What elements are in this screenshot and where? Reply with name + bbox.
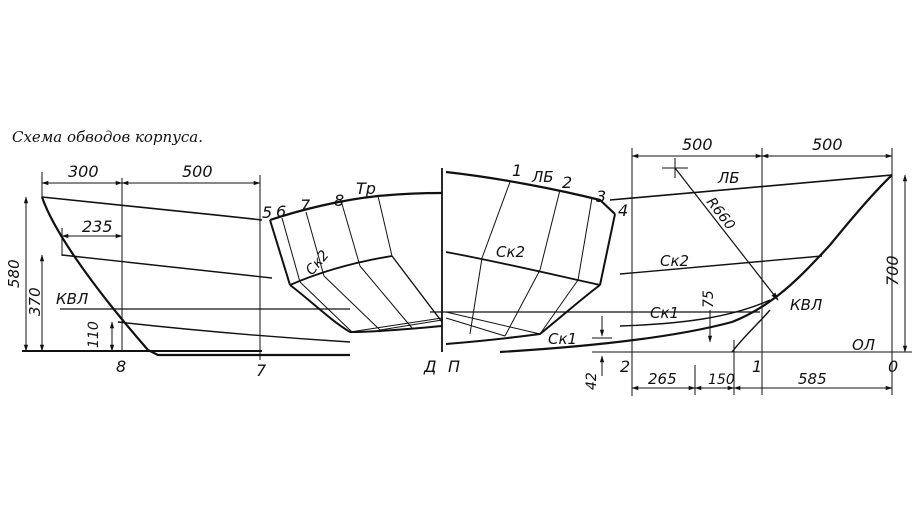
transom-label: Тр <box>356 179 376 198</box>
dim-500-left-label: 500 <box>182 162 213 181</box>
dim-42-label: 42 <box>584 372 600 390</box>
dim-500-bow1-label: 500 <box>682 135 713 154</box>
bow-station-0-label: 0 <box>888 357 898 376</box>
dim-235-label: 235 <box>82 217 113 236</box>
bow-section-side <box>599 213 616 286</box>
bow-bottom-1 <box>469 257 483 335</box>
stern-section-6 <box>281 217 301 283</box>
dim-585-label: 585 <box>798 370 827 388</box>
bow-sk2-line <box>619 255 823 275</box>
bow-lb-label: ЛБ <box>531 168 554 186</box>
stern-bottom-8 <box>359 265 413 329</box>
bow-station-1-profile-label: 1 <box>752 357 762 376</box>
bow-station-1-label: 1 <box>512 161 522 180</box>
bow-profile-sk2-label: Ск2 <box>660 252 689 270</box>
bow-profile-kvl-label: КВЛ <box>790 296 822 314</box>
dim-370-label: 370 <box>26 287 44 316</box>
bow-keel-fan-1 <box>445 311 541 335</box>
bow-station-2-label: 2 <box>562 173 572 192</box>
r660-radius-line <box>674 167 779 301</box>
stern-section-tr <box>377 195 393 257</box>
section-5-label: 5 <box>262 203 272 222</box>
bow-sk2-chine <box>445 251 601 286</box>
bow-profile-ol-label: ОЛ <box>852 336 875 354</box>
dim-300-label: 300 <box>68 162 99 181</box>
bow-profile-sk1-label: Ск1 <box>650 304 679 322</box>
station-7-label: 7 <box>256 361 267 380</box>
stern-keel-fan-2 <box>379 319 443 331</box>
stern-keel-fan-1 <box>349 317 443 333</box>
bow-bottom-3 <box>539 279 579 335</box>
bow-lb-line <box>609 174 893 201</box>
bow-section-2 <box>539 189 561 271</box>
stern-kvl-label: КВЛ <box>56 290 88 308</box>
dim-500-bow2-label: 500 <box>812 135 843 154</box>
stern-section-8 <box>341 203 361 267</box>
r660-label: R660 <box>703 195 738 234</box>
stern-bottom-7 <box>323 275 381 331</box>
bow-keel-fan-2 <box>445 317 506 337</box>
bow-stem-line <box>499 174 893 354</box>
section-7-label: 7 <box>300 196 311 215</box>
dim-110-label: 110 <box>86 321 102 348</box>
bow-station-4-label: 4 <box>618 201 628 220</box>
stern-section-side <box>269 219 291 286</box>
stern-sk1-line <box>117 321 351 343</box>
bow-profile: 500 500 R660 700 75 42 265 150 <box>430 135 912 396</box>
bow-sk1-label: Ск1 <box>548 330 577 348</box>
stern-profile: 300 500 235 580 370 110 КВЛ 8 7 <box>5 162 351 380</box>
bow-bottom-2 <box>504 269 541 337</box>
bow-sk2-label: Ск2 <box>496 243 525 261</box>
dim-265-label: 265 <box>648 370 677 388</box>
stern-lb-line <box>41 196 263 221</box>
bow-profile-lb-label: ЛБ <box>717 169 740 187</box>
dim-150-label: 150 <box>708 372 735 388</box>
dim-580-label: 580 <box>5 259 23 288</box>
bow-section-1 <box>481 181 511 259</box>
stern-section-7 <box>305 211 325 277</box>
dim-75-label: 75 <box>701 290 717 308</box>
center-d-label: Д <box>423 357 437 376</box>
stern-deck-edge <box>269 191 443 222</box>
stern-sk2-line <box>61 254 273 279</box>
body-plan: Д П 5 6 7 8 Тр Ск2 <box>262 161 628 376</box>
dim-700-label: 700 <box>883 255 902 286</box>
bow-deck-edge <box>445 170 616 215</box>
section-6-label: 6 <box>276 202 286 221</box>
center-p-label: П <box>448 357 460 376</box>
stern-bottom-6 <box>299 281 353 333</box>
station-8-label: 8 <box>116 357 126 376</box>
bow-station-2-profile-label: 2 <box>620 357 630 376</box>
drawing-caption: Схема обводов корпуса. <box>12 128 204 146</box>
bow-keel-curve <box>731 309 771 353</box>
stern-keel-line <box>40 196 350 357</box>
bow-station-3-label: 3 <box>596 187 606 206</box>
bow-sk1-line <box>619 299 771 327</box>
stern-sk2-label: Ск2 <box>303 247 333 278</box>
bow-section-3 <box>577 197 593 281</box>
stern-chine-to-keel <box>391 255 443 323</box>
section-8-label: 8 <box>334 191 344 210</box>
